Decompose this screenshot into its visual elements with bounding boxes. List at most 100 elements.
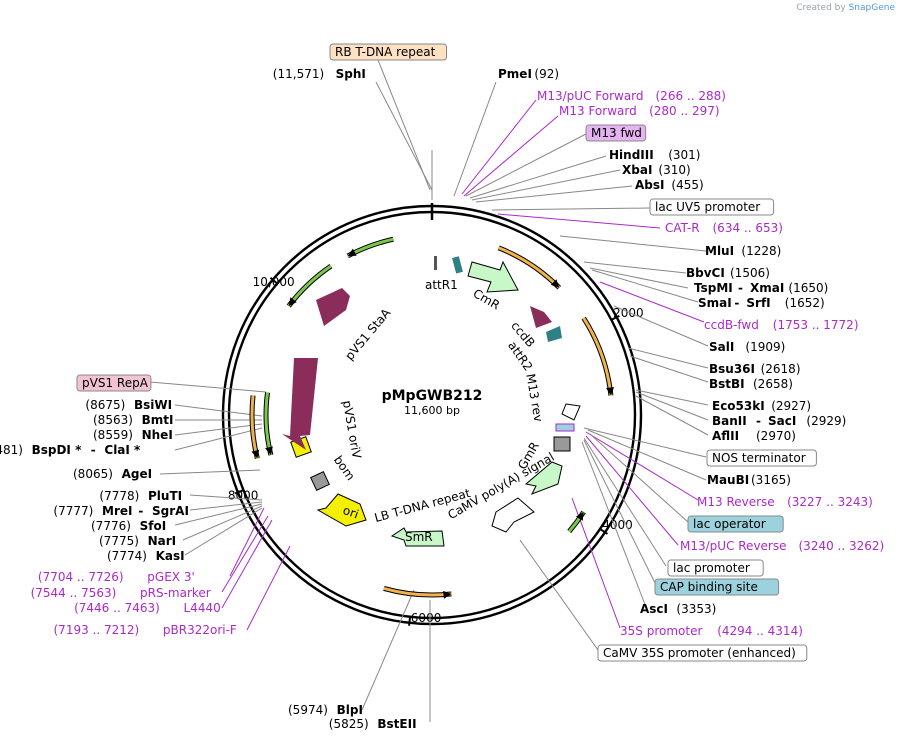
leader-line <box>189 494 263 501</box>
enzyme-position: (5825) <box>329 717 369 731</box>
enzyme-site-label[interactable]: (7778)PluTI <box>99 489 182 503</box>
leader-line <box>635 389 709 406</box>
primer-label[interactable]: M13 Forward(280 .. 297) <box>559 104 720 118</box>
tick-mark <box>234 489 244 495</box>
primer-position: (634 .. 653) <box>713 221 783 235</box>
leader-line <box>559 235 707 252</box>
enzyme-site-label[interactable]: (7776) SfoI <box>91 519 166 533</box>
tick-mark <box>599 528 609 535</box>
enzyme-site-label[interactable]: BanII-SacI(2929) <box>712 414 846 428</box>
enzyme-name: KasI <box>156 549 185 563</box>
enzyme-site-label[interactable]: PmeI(92) <box>498 67 559 81</box>
attR1-label: attR1 <box>425 278 458 292</box>
primer-label[interactable]: (7193 .. 7212)pBR322ori-F <box>54 623 237 637</box>
leader-line <box>463 115 559 197</box>
enzyme-sep: - <box>738 281 743 295</box>
enzyme-position: (8563) <box>93 413 133 427</box>
plasmid-name: pMpGWB212 <box>382 388 483 404</box>
enzyme-site-label[interactable]: AbsI(455) <box>635 178 704 192</box>
feature-box-label: RB T-DNA repeat <box>335 45 436 59</box>
primer-label[interactable]: (7446 .. 7463)L4440 <box>74 601 221 615</box>
enzyme-name: TspMI <box>694 281 733 295</box>
primer-name: 35S promoter <box>620 624 702 638</box>
leader-line <box>589 267 689 289</box>
enzyme-site-label[interactable]: (11,571)SphI <box>273 67 366 81</box>
enzyme-site-label[interactable]: BstBI(2658) <box>709 377 793 391</box>
enzyme-site-label[interactable]: (7774) KasI <box>107 549 185 563</box>
enzyme-name: XbaI <box>622 163 652 177</box>
enzyme-site-label[interactable]: AflII(2970) <box>712 429 796 443</box>
enzyme-site-label[interactable]: HindIII(301) <box>609 148 700 162</box>
enzyme-name: SalI <box>709 340 734 354</box>
enzyme-position: (8065) <box>73 467 113 481</box>
primer-label[interactable]: CAT-R (634 .. 653) <box>665 221 783 235</box>
enzyme-position: (7774) <box>107 549 147 563</box>
enzyme-site-label[interactable]: (5825)BstEII <box>329 717 417 731</box>
enzyme-site-label[interactable]: Eco53kI(2927) <box>712 399 811 413</box>
primer-label[interactable]: M13/pUC Forward(266 .. 288) <box>537 89 726 103</box>
primer-label[interactable]: 35S promoter(4294 .. 4314) <box>620 624 803 638</box>
primer-label[interactable]: M13 Reverse(3227 .. 3243) <box>697 495 873 509</box>
enzyme-name: MauBI <box>707 473 749 487</box>
enzyme-site-label[interactable]: XbaI(310) <box>622 163 691 177</box>
feature-label[interactable]: NOS terminator <box>706 449 817 467</box>
enzyme-site-label[interactable]: SalI(1909) <box>709 340 785 354</box>
primer-name: CAT-R <box>665 221 700 235</box>
feature-box-label: CaMV 35S promoter (enhanced) <box>603 646 796 660</box>
snapgene-logo: SnapGene <box>848 3 895 13</box>
enzyme-site-label[interactable]: Bsu36I(2618) <box>709 362 801 376</box>
feature-box <box>649 198 775 216</box>
feature-box-label: M13 fwd <box>591 126 642 140</box>
enzyme-site-label[interactable]: TspMI-XmaI(1650) <box>694 281 828 295</box>
feature-label[interactable]: CAP binding site <box>654 578 780 596</box>
primer-label[interactable]: ccdB-fwd(1753 .. 1772) <box>704 318 859 332</box>
feature-label[interactable]: lac UV5 promoter <box>649 198 775 216</box>
feature-label[interactable]: RB T-DNA repeat <box>329 43 447 61</box>
leader-line <box>585 431 699 501</box>
enzyme-name: SfoI <box>140 519 167 533</box>
enzyme-name: HindIII <box>609 148 654 162</box>
leader-line <box>174 503 263 526</box>
enzyme-name-2: SacI <box>768 414 796 428</box>
enzyme-site-label[interactable]: (8065)AgeI <box>73 467 152 481</box>
enzyme-site-label[interactable]: SmaI-SrfI(1652) <box>698 296 825 310</box>
leader-line <box>361 589 415 711</box>
leader-line <box>581 441 647 608</box>
primer-label[interactable]: (7544 .. 7563)pRS-marker <box>31 586 211 600</box>
leader-line <box>583 439 657 586</box>
feature-arc-head <box>347 248 357 256</box>
leader-line <box>613 305 709 347</box>
primer-name: M13/pUC Reverse <box>680 539 787 553</box>
ori-label: ori <box>341 503 360 521</box>
primer-label[interactable]: (7704 .. 7726)pGEX 3' <box>38 570 195 584</box>
enzyme-position: (3353) <box>676 602 716 616</box>
leader-line <box>583 427 707 458</box>
leader-line <box>469 155 607 199</box>
enzyme-position: (7776) <box>91 519 131 533</box>
enzyme-site-label[interactable]: (8481)BspDI *-ClaI * <box>0 443 141 457</box>
lac-operator-mini <box>555 423 575 432</box>
enzyme-site-label[interactable]: MauBI(3165) <box>707 473 791 487</box>
primer-name: M13/pUC Forward <box>537 89 644 103</box>
leader-line <box>635 391 709 421</box>
enzyme-site-label[interactable]: (8559)NheI <box>93 428 173 442</box>
feature-label[interactable]: pVS1 RepA <box>76 374 152 392</box>
enzyme-site-label[interactable]: (5974)BlpI <box>288 703 363 717</box>
feature-label[interactable]: lac operator <box>687 515 784 533</box>
feature-arc-head <box>251 449 260 459</box>
enzyme-name: BanII <box>712 414 747 428</box>
primer-label[interactable]: M13/pUC Reverse(3240 .. 3262) <box>680 539 884 553</box>
enzyme-site-label[interactable]: MluI(1228) <box>705 244 781 258</box>
feature-label[interactable]: lac promoter <box>667 559 764 577</box>
enzyme-sep: - <box>734 296 739 310</box>
enzyme-site-label[interactable]: (8563)BmtI <box>93 413 173 427</box>
feature-label[interactable]: M13 fwd <box>585 124 647 142</box>
leader-line <box>471 169 621 201</box>
enzyme-site-label[interactable]: AscI(3353) <box>640 602 716 616</box>
enzyme-site-label[interactable]: (7777)MreI-SgrAI <box>53 504 189 518</box>
feature-label[interactable]: CaMV 35S promoter (enhanced) <box>597 644 808 662</box>
tick-label: 10,000 <box>253 275 295 289</box>
enzyme-site-label[interactable]: (7775)NarI <box>99 534 176 548</box>
enzyme-site-label[interactable]: (8675)BsiWI <box>85 398 172 412</box>
enzyme-site-label[interactable]: BbvCI(1506) <box>686 266 770 280</box>
